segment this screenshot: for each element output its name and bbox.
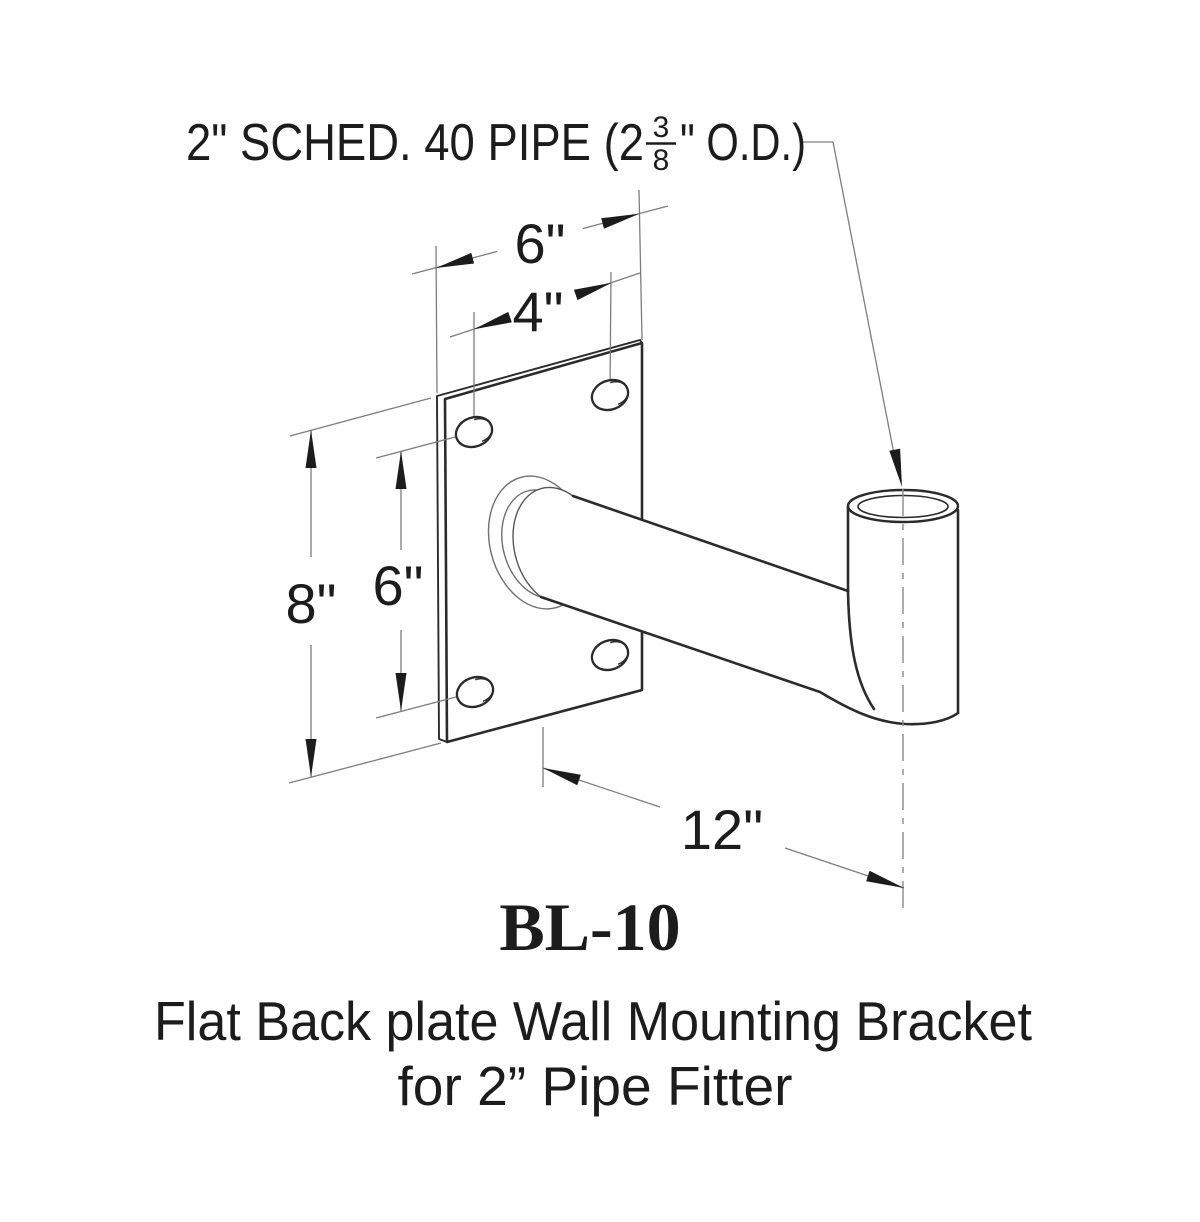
dim-label-plate-height: 8" — [285, 572, 336, 635]
leader-arrowhead-icon — [889, 448, 902, 487]
ext-8-bottom — [288, 742, 442, 784]
ext-4-right — [609, 271, 612, 394]
pipe-spec-fraction-denominator: 8 — [653, 144, 670, 177]
arrow-6left-bottom-icon — [395, 673, 407, 711]
pipe-end-arc — [512, 486, 574, 598]
arrow-12-right-icon — [866, 870, 904, 888]
leader-callout — [803, 141, 902, 487]
title-block: BL-10 Flat Back plate Wall Mounting Brac… — [154, 889, 1032, 1117]
dim-label-arm-length: 12" — [681, 798, 763, 861]
pipe-silhouette — [513, 487, 959, 725]
elbow-inner-bend — [846, 589, 876, 711]
arrow-8-bottom-icon — [305, 739, 317, 777]
arrow-4-left-icon — [474, 311, 512, 330]
pipe-bottom-edge-and-bend — [539, 595, 960, 726]
pipe-spec-text-left: 2" SCHED. 40 PIPE (2 — [186, 114, 644, 172]
arrow-8-top-icon — [305, 430, 317, 468]
ext-6top-right — [638, 189, 643, 341]
hole-top-left — [454, 415, 494, 449]
arrow-6left-top-icon — [395, 451, 407, 489]
pipe-assembly — [512, 486, 960, 911]
pipe-top-edge — [571, 494, 850, 593]
dimension-lines — [305, 205, 905, 889]
hole-bottom-left — [455, 675, 495, 709]
dim-label-hole-width: 4" — [512, 280, 563, 343]
dim-label-hole-height: 6" — [372, 554, 423, 617]
extension-lines — [288, 189, 643, 787]
arrow-6top-left-icon — [436, 252, 475, 268]
dimension-labels: 6" 4" 8" 6" 12" — [285, 212, 763, 861]
caption-line-2: for 2” Pipe Fitter — [398, 1055, 793, 1117]
model-number: BL-10 — [499, 889, 680, 965]
hole-top-right — [590, 378, 630, 412]
plate-thickness-edges — [436, 339, 643, 743]
leader-line — [803, 141, 897, 465]
pipe-spec-text-right: " O.D.) — [680, 114, 806, 172]
pipe-spec-fraction-numerator: 3 — [653, 111, 670, 144]
pipe-spec-label: 2" SCHED. 40 PIPE (2 3 8 " O.D.) — [186, 111, 806, 177]
arrow-4-right-icon — [573, 282, 612, 301]
arrow-6top-right-icon — [601, 213, 640, 229]
mounting-holes — [454, 378, 630, 709]
ext-6top-left — [435, 245, 438, 394]
arrow-12-left-icon — [543, 768, 581, 786]
ext-8-top — [289, 397, 432, 437]
caption-line-1: Flat Back plate Wall Mounting Bracket — [154, 990, 1032, 1052]
dim-label-top-width: 6" — [514, 212, 565, 275]
hole-bottom-right — [590, 638, 630, 672]
